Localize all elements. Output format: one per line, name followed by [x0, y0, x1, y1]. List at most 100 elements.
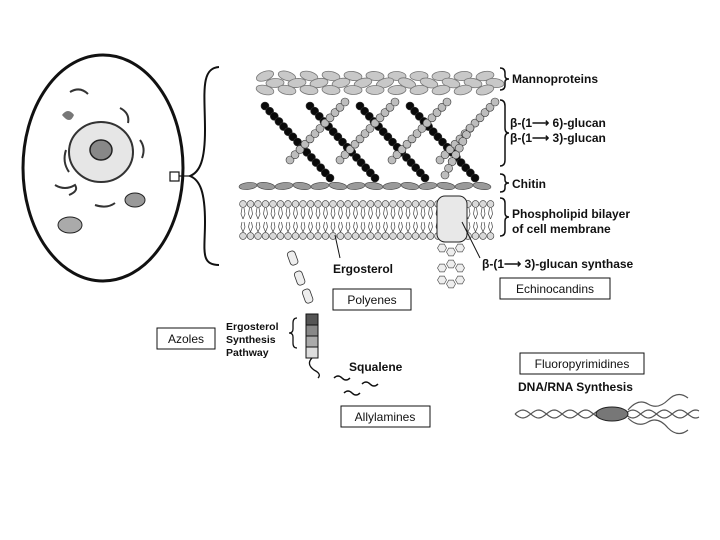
organelle-3: [119, 107, 130, 124]
chitin-fiber: [364, 182, 384, 190]
lipid-tail-bottom: [315, 221, 321, 233]
lipid-tail-bottom: [360, 221, 366, 233]
chitin-fiber: [238, 182, 258, 190]
glucan-1-6-bead: [437, 102, 447, 112]
rna-strand-1: [627, 393, 689, 411]
glucan-1-6-bead: [387, 155, 397, 165]
vacuole-1: [124, 192, 146, 208]
glucan-1-6-bead: [340, 97, 350, 107]
lipid-head-top: [396, 200, 405, 208]
lipid-head-top: [306, 200, 315, 208]
lipid-tail-top: [300, 207, 306, 220]
lipid-head-top: [389, 200, 397, 208]
lipid-tail-bottom: [293, 221, 298, 233]
lipid-head-top: [486, 200, 495, 208]
lipid-head-bottom: [246, 232, 255, 240]
glucan-monomer: [446, 259, 456, 269]
glucan-synthase-protein: [436, 195, 468, 243]
brace-membrane: [499, 197, 510, 237]
lipid-head-top: [404, 200, 412, 208]
lipid-head-top: [359, 200, 367, 208]
fluoropyrimidines-label: Fluoropyrimidines: [535, 357, 630, 371]
label-phospholipid-2: of cell membrane: [512, 222, 611, 236]
glucan-1-3-bead: [420, 173, 430, 183]
lipid-head-top: [321, 200, 330, 208]
mannoprotein: [256, 70, 274, 82]
lipid-tail-top: [278, 207, 283, 220]
glucan-1-6-bead: [407, 134, 417, 144]
lipid-tail-bottom: [368, 221, 373, 233]
chitin-fiber: [418, 182, 438, 190]
lipid-head-bottom: [306, 232, 315, 240]
lipid-head-top: [344, 200, 352, 208]
lipid-tail-bottom: [383, 221, 388, 233]
glucan-1-6-bead: [458, 137, 468, 146]
chitin-fiber: [382, 182, 402, 190]
lipid-head-top: [261, 200, 270, 208]
glucan-1-6-bead: [447, 157, 457, 166]
lipid-tail-bottom: [420, 221, 426, 233]
glucan-synthase-group: β-(1⟶ 3)-glucan synthase: [461, 221, 634, 271]
mannoprotein: [321, 70, 341, 82]
glucan-1-6-bead: [290, 150, 300, 160]
drug-azoles: Azoles: [156, 327, 216, 350]
lipid-head-bottom: [419, 232, 427, 240]
chitin-fiber: [292, 182, 312, 190]
phospholipid-bilayer: [239, 195, 495, 289]
lipid-head-bottom: [336, 232, 345, 240]
pathway-block-4: [305, 346, 319, 359]
lipid-tail-bottom: [330, 221, 336, 233]
lipid-tail-bottom: [338, 221, 343, 233]
glucan-1-6-bead: [340, 150, 350, 160]
glucan-1-6-bead: [355, 134, 365, 144]
chitin-layer: [238, 182, 492, 190]
glucan-1-6-bead: [465, 123, 475, 133]
drug-polyenes: Polyenes: [332, 288, 412, 311]
squalene-squiggle-3: [343, 390, 361, 396]
echinocandins-box: [499, 277, 611, 300]
lipid-tail-bottom: [285, 221, 291, 233]
glucan-monomer: [446, 279, 456, 289]
lipid-head-top: [471, 200, 480, 208]
mannoprotein: [255, 84, 275, 96]
glucan-1-6-bead: [392, 150, 402, 160]
glucan-1-6-bead: [335, 155, 345, 165]
lipid-head-top: [419, 200, 427, 208]
glucan-1-6-bead: [445, 145, 455, 154]
label-dna-rna: DNA/RNA Synthesis: [518, 380, 633, 394]
fungal-cell: [21, 53, 190, 283]
glucan-1-6-bead: [442, 97, 452, 107]
glucan-1-6-bead: [350, 139, 360, 149]
lipid-tail-top: [405, 207, 411, 220]
lipid-tail-bottom: [428, 221, 433, 233]
glucan-1-6-bead: [490, 97, 500, 107]
glucan-1-6-bead: [451, 150, 461, 160]
mannoprotein: [419, 77, 439, 89]
lipid-tail-bottom: [300, 221, 306, 233]
mannoprotein: [365, 85, 385, 95]
label-glucan-1-6: β-(1⟶ 6)-glucan: [510, 116, 606, 130]
mannoprotein: [387, 85, 407, 95]
lipid-head-top: [329, 200, 337, 208]
lipid-tail-top: [420, 207, 426, 220]
glucan-monomer: [455, 243, 465, 253]
glucan-1-6-bead: [360, 129, 370, 138]
lipid-tail-top: [428, 207, 433, 220]
glucan-1-6-bead: [330, 108, 340, 117]
lipid-tail-top: [315, 207, 321, 220]
glucan-1-3-bead: [370, 173, 380, 183]
mannoprotein: [475, 70, 495, 82]
chitin-fiber: [328, 182, 348, 190]
chitin-fiber: [346, 182, 366, 190]
organelle-5: [54, 183, 78, 196]
lipid-tail-top: [368, 207, 373, 220]
organelle-7: [139, 139, 145, 159]
mannoprotein: [299, 84, 319, 96]
glucan-1-6-bead: [380, 108, 390, 117]
label-pathway-3: Pathway: [226, 347, 269, 359]
lipid-head-bottom: [314, 232, 322, 240]
ergosterol-chain: [286, 250, 314, 304]
pathway-block-1: [305, 313, 319, 326]
glucan-1-6-bead: [295, 145, 305, 154]
glucan-1-6-bead: [435, 155, 445, 165]
